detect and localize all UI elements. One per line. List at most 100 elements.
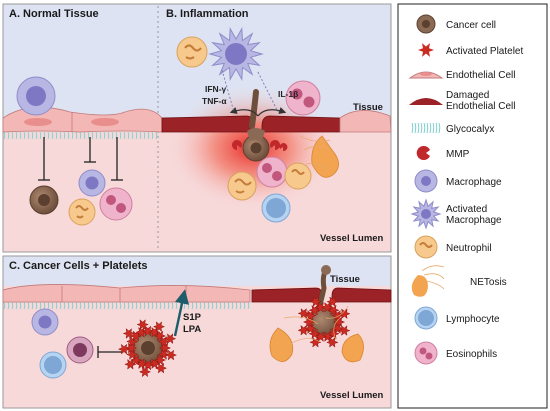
legend-label-netosis: NETosis bbox=[470, 277, 507, 288]
activated-platelet bbox=[117, 343, 131, 355]
lumen-label-c: Vessel Lumen bbox=[320, 390, 384, 401]
legend-item-activated-platelet: Activated Platelet bbox=[418, 43, 523, 57]
activated-platelet bbox=[326, 296, 339, 308]
glycocalyx-layer bbox=[3, 301, 250, 310]
legend-label-damaged-endothelial-cell-line-0: Damaged bbox=[446, 90, 489, 101]
damaged-endothelial-cell bbox=[161, 115, 255, 133]
activated-platelet bbox=[124, 358, 137, 370]
netosis-b bbox=[299, 135, 339, 178]
panel-border bbox=[2, 255, 392, 409]
activated-platelet bbox=[297, 324, 310, 336]
legend-item-mmp: MMP bbox=[416, 145, 470, 160]
activated-platelet bbox=[164, 349, 178, 361]
lumen-label-b: Vessel Lumen bbox=[320, 233, 384, 244]
activated-platelet bbox=[157, 349, 170, 360]
legend-label-cancer-cell: Cancer cell bbox=[446, 20, 496, 31]
activated-platelet bbox=[136, 319, 149, 331]
neutrophil-icon bbox=[414, 235, 438, 259]
cytokine-il1b-label: IL-1β bbox=[278, 89, 298, 99]
legend-item-macrophage: Macrophage bbox=[414, 169, 502, 193]
damaged-endothelial-cell bbox=[251, 287, 323, 303]
activated-platelet bbox=[152, 321, 166, 333]
netosis-c bbox=[269, 305, 364, 363]
activated-platelet bbox=[122, 328, 136, 339]
activated-platelet bbox=[314, 301, 327, 313]
endothelial-cell bbox=[339, 110, 392, 133]
legend-item-glycocalyx: Glycocalyx bbox=[411, 122, 494, 135]
activated-macrophage-icon bbox=[410, 198, 442, 230]
legend-label-damaged-endothelial-cell-line-1: Endothelial Cell bbox=[446, 101, 516, 112]
activated-platelet bbox=[129, 354, 143, 366]
activated-platelet bbox=[309, 336, 322, 348]
activated-platelet bbox=[163, 333, 177, 345]
legend-item-lymphocyte: Lymphocyte bbox=[414, 306, 500, 330]
neutrophil-b-lumen-2 bbox=[284, 162, 312, 190]
cytokine-tnf-label: TNF-α bbox=[202, 96, 227, 106]
cytokine-ifn-label: IFN-γ bbox=[205, 84, 227, 94]
legend-label-neutrophil: Neutrophil bbox=[446, 243, 492, 254]
macrophage-a bbox=[16, 76, 56, 116]
glycocalyx-icon bbox=[411, 122, 441, 134]
legend-label-eosinophils: Eosinophils bbox=[446, 349, 497, 360]
activated-platelet bbox=[126, 349, 139, 360]
cytokine-arrows bbox=[229, 107, 287, 117]
endothelial-cell bbox=[2, 284, 251, 303]
lymphocyte-icon bbox=[414, 306, 438, 330]
legend-label-mmp: MMP bbox=[446, 149, 470, 160]
activated-macrophage-b bbox=[208, 26, 264, 82]
activated-platelet bbox=[338, 308, 351, 320]
panel-b-title: B. Inflammation bbox=[166, 8, 249, 20]
panel-a-title: A. Normal Tissue bbox=[9, 8, 99, 20]
neutrophil-b-tissue bbox=[176, 36, 208, 68]
legend-item-cancer-cell: Cancer cell bbox=[416, 14, 496, 34]
legend-label-glycocalyx: Glycocalyx bbox=[446, 124, 494, 135]
inhibition-line-c bbox=[97, 346, 122, 358]
legend-item-neutrophil: Neutrophil bbox=[414, 235, 492, 259]
panel-c: C. Cancer Cells + Platelets S1P LPA Tiss… bbox=[2, 255, 392, 409]
damaged-endothelial-cell bbox=[261, 115, 341, 133]
legend-label-endothelial-cell: Endothelial Cell bbox=[446, 70, 516, 81]
cancer-cell-icon bbox=[416, 14, 436, 34]
mmp-icon bbox=[416, 145, 430, 160]
neutrophil-a bbox=[68, 198, 96, 226]
platelet-cloaked-cancer-cell bbox=[117, 319, 178, 378]
activated-platelet bbox=[138, 366, 152, 378]
legend-item-netosis: NETosis bbox=[411, 265, 507, 297]
panel-a-b: A. Normal Tissue B. Inflammation IFN-γ T… bbox=[2, 3, 392, 253]
s1p-label: S1P bbox=[183, 312, 202, 323]
legend-item-eosinophils: Eosinophils bbox=[414, 341, 497, 365]
eosinophil-b-lumen bbox=[256, 156, 288, 188]
netosis-icon bbox=[411, 265, 445, 297]
macrophage-c bbox=[31, 308, 59, 336]
endothelial-nucleus bbox=[91, 118, 119, 126]
legend-label-activated-macrophage-line-1: Macrophage bbox=[446, 215, 502, 226]
activated-platelet bbox=[331, 310, 344, 321]
tissue-label-b: Tissue bbox=[353, 102, 383, 113]
legend-item-endothelial-cell: Endothelial Cell bbox=[408, 70, 516, 81]
mediator-arrow bbox=[173, 289, 190, 337]
activated-platelet-icon bbox=[418, 43, 434, 57]
eosinophil-a bbox=[99, 187, 133, 221]
mmp-markers bbox=[232, 140, 288, 152]
macrophage-a-lumen bbox=[78, 169, 106, 197]
endothelial-nucleus bbox=[24, 118, 52, 126]
glycocalyx-layer bbox=[3, 131, 158, 140]
endothelium-b bbox=[161, 110, 392, 133]
activated-platelet bbox=[309, 296, 322, 308]
damaged-endothelial-cell bbox=[331, 287, 392, 303]
eosinophil-b-tissue bbox=[285, 80, 321, 116]
legend-label-lymphocyte: Lymphocyte bbox=[446, 314, 500, 325]
activated-platelet bbox=[157, 336, 170, 347]
legend-label-activated-platelet: Activated Platelet bbox=[446, 46, 523, 57]
cancer-cell-b bbox=[242, 89, 270, 162]
endothelial-cell-icon bbox=[408, 71, 444, 79]
lymphocyte-c bbox=[39, 351, 67, 379]
tissue-label-c: Tissue bbox=[330, 274, 360, 285]
inhibition-lines-a bbox=[38, 137, 123, 181]
eosinophils-icon bbox=[414, 341, 438, 365]
neutrophil-b-lumen bbox=[227, 171, 257, 201]
